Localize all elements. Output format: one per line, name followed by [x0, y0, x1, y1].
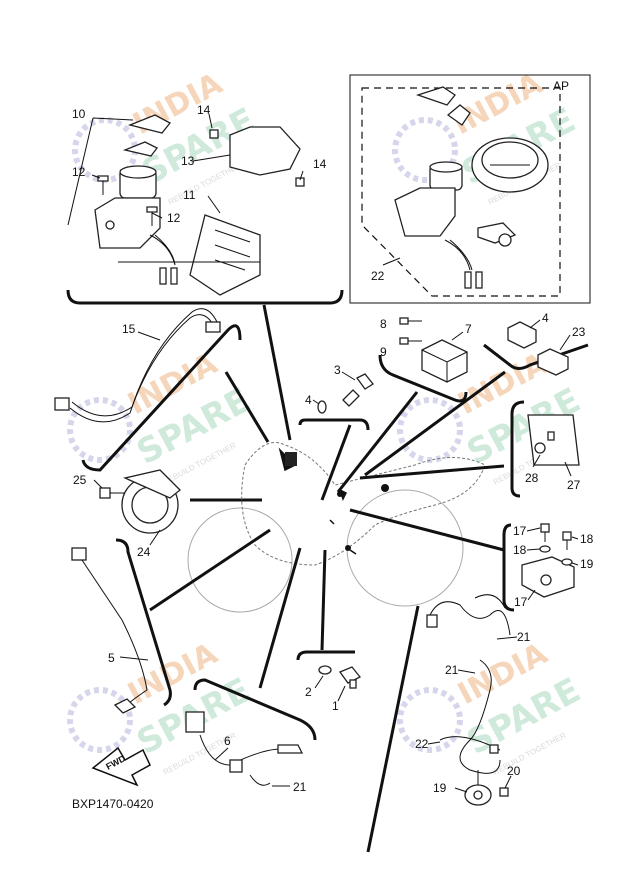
watermark-bottom-right: INDIA SPARE REBUILD TOGETHER [397, 636, 587, 777]
callout-9: 9 [380, 345, 387, 359]
callout-7: 4 [542, 311, 549, 325]
callout-13: 13 [181, 154, 195, 168]
horn-25 [121, 469, 181, 534]
leader-22 [366, 605, 420, 853]
motorcycle-frame-outline [187, 442, 486, 613]
callout-28: 28 [525, 471, 539, 485]
callout-5: 5 [108, 651, 115, 665]
watermark-bottom-left: INDIA SPARE REBUILD TOGETHER [67, 636, 257, 777]
group-bracket-16 [502, 523, 515, 612]
callout-1: 1 [332, 699, 339, 713]
alt-variant-box [349, 74, 591, 304]
switch-16 [521, 556, 575, 598]
callout-12: 12 [167, 211, 181, 225]
group-bracket-7 [483, 343, 589, 370]
group-bracket-ignition [66, 289, 344, 305]
leader-7 [364, 370, 506, 477]
callout-9: 8 [380, 317, 387, 331]
callout-4: 4 [305, 393, 312, 407]
callout-8: 7 [465, 322, 472, 336]
sensor-3 [342, 373, 374, 407]
callout-21: 21 [293, 780, 307, 794]
leader-6 [258, 547, 302, 689]
group-bracket-27 [510, 400, 525, 498]
drawing-code: BXP1470-0420 [72, 797, 154, 811]
callout-18: 19 [580, 557, 594, 571]
callout-14: 14 [313, 157, 327, 171]
relay-24 [537, 348, 569, 376]
bolt-26 [99, 487, 125, 499]
leader-5 [149, 528, 271, 612]
callout-19: 19 [433, 781, 447, 795]
group-bracket-15 [81, 324, 242, 472]
cable-21-22 [426, 594, 511, 774]
screw-28 [534, 431, 555, 454]
callout-18: 18 [513, 543, 527, 557]
callout-14: 14 [197, 103, 211, 117]
callout-25: 24 [137, 545, 151, 559]
leader-3 [320, 424, 352, 501]
callout-17: 17 [513, 524, 527, 538]
sensor-5 [71, 547, 148, 714]
switch-1 [338, 666, 362, 689]
group-bracket-1 [296, 650, 355, 661]
callout-27: 27 [567, 478, 581, 492]
ap-ignition-assembly [394, 86, 483, 289]
callout-12: 12 [72, 165, 86, 179]
callout-21: 21 [517, 630, 531, 644]
leader-27 [359, 464, 505, 480]
group-bracket-8 [378, 354, 468, 403]
seat-lock [477, 222, 517, 247]
alt-variant-dashed-outline [361, 87, 561, 297]
callout-2: 2 [305, 685, 312, 699]
callout-23: 22 [371, 269, 385, 283]
harness-15 [54, 308, 221, 423]
bolt-20 [499, 787, 509, 797]
callout-26: 25 [73, 473, 87, 487]
leader-1 [320, 549, 327, 651]
callout-10: 10 [72, 107, 86, 121]
callout-21: 21 [445, 663, 459, 677]
relay-7 [507, 321, 537, 349]
watermark-mid-left: INDIA SPARE REBUILD TOGETHER [67, 346, 257, 487]
leader-15 [224, 371, 270, 443]
forward-arrow-icon: FWD [91, 746, 151, 787]
screw-12 [97, 175, 158, 226]
screw-9 [399, 317, 422, 345]
callout-3: 3 [334, 363, 341, 377]
group-bracket-3 [298, 418, 370, 431]
callout-22: 22 [415, 737, 429, 751]
leader-8 [336, 391, 419, 493]
callout-11: 11 [183, 188, 196, 202]
leader-16 [349, 508, 505, 552]
callout-24: 23 [572, 325, 586, 339]
screw-17 [540, 523, 572, 550]
cover-13 [209, 126, 305, 187]
alt-variant-label: AP [553, 79, 569, 93]
callout-15: 15 [122, 322, 136, 336]
group-bracket-5 [115, 538, 172, 707]
bracket-11 [189, 214, 261, 296]
callout-6: 6 [224, 734, 231, 748]
relay-8 [421, 339, 468, 383]
washer-2 [318, 665, 332, 675]
sensor-19 [464, 770, 492, 806]
callout-16: 17 [514, 595, 528, 609]
washer-4 [317, 400, 327, 414]
callout-20: 20 [507, 764, 521, 778]
washer-18 [539, 545, 573, 566]
callout-17: 18 [580, 532, 594, 546]
leader-top [262, 304, 292, 441]
fuel-cap [471, 137, 549, 193]
ignition-switch-assembly [94, 114, 178, 285]
harness-6 [185, 711, 304, 786]
group-bracket-6 [193, 678, 317, 741]
